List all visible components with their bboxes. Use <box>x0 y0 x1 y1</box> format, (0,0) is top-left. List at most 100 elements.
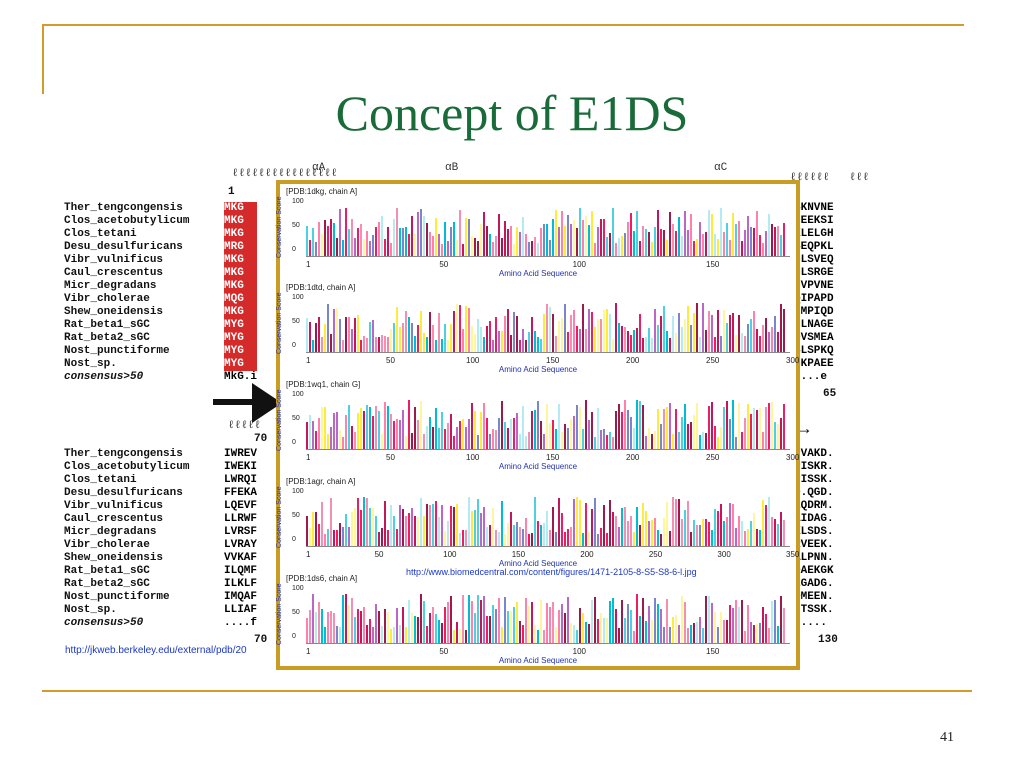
conservation-bar <box>543 224 545 256</box>
conservation-bar <box>714 509 716 546</box>
conservation-bar <box>729 315 731 352</box>
conservation-bar <box>531 317 533 352</box>
conservation-bars <box>306 302 790 352</box>
conservation-bar <box>408 317 410 352</box>
conservation-bar <box>489 321 491 352</box>
conservation-bar <box>306 422 308 449</box>
conservation-bar <box>612 339 614 352</box>
y-axis-label: Conservation Score <box>276 390 290 461</box>
conservation-bar <box>747 529 749 546</box>
sequence-name: Nost_punctiforme <box>64 345 170 357</box>
conservation-bar <box>420 498 422 546</box>
conservation-bar <box>777 332 779 352</box>
conservation-bar <box>531 411 533 449</box>
conservation-bar <box>654 431 656 449</box>
conservation-bar <box>438 313 440 352</box>
y-tick-label: 100 <box>292 198 304 205</box>
conservation-bar <box>318 222 320 256</box>
conservation-bar <box>567 332 569 352</box>
conservation-bar <box>483 507 485 546</box>
conservation-bar <box>702 303 704 352</box>
conservation-bar <box>705 596 707 643</box>
conservation-bar <box>384 609 386 643</box>
conservation-bar <box>624 507 626 546</box>
conservation-bar <box>438 234 440 256</box>
conservation-bar <box>408 513 410 546</box>
source-url-left[interactable]: http://jkweb.berkeley.edu/external/pdb/2… <box>65 645 247 656</box>
conservation-bar <box>348 229 350 256</box>
conservation-bar <box>606 533 608 546</box>
conservation-bar <box>645 436 647 449</box>
conservation-bar <box>750 414 752 449</box>
conservation-bar <box>714 612 716 643</box>
conservation-bar <box>411 613 413 643</box>
residue-segment: IWREV <box>224 448 258 460</box>
conservation-bar <box>705 433 707 449</box>
y-tick-label: 0 <box>292 246 296 253</box>
conservation-bar <box>735 224 737 256</box>
conservation-bar <box>309 322 311 352</box>
x-axis-line <box>306 546 790 547</box>
conservation-bar <box>732 213 734 256</box>
conservation-bar <box>528 534 530 546</box>
conservation-bar <box>312 340 314 352</box>
conservation-bar <box>744 418 746 449</box>
conservation-bar <box>765 231 767 256</box>
conservation-bar <box>354 238 356 256</box>
conservation-bar <box>672 316 674 352</box>
conservation-bar <box>336 626 338 643</box>
conservation-bar <box>753 408 755 449</box>
conservation-bar <box>417 420 419 449</box>
conservation-bar <box>342 437 344 449</box>
x-tick-label: 200 <box>626 453 640 462</box>
conservation-bar <box>759 336 761 352</box>
conservation-bar <box>414 336 416 352</box>
conservation-bar <box>762 243 764 256</box>
conservation-bar <box>507 523 509 546</box>
conservation-bar <box>555 210 557 256</box>
conservation-bar <box>708 406 710 449</box>
conservation-bar <box>594 327 596 352</box>
conservation-bar <box>327 304 329 352</box>
residue-segment: MKG <box>224 215 258 228</box>
conservation-bar <box>636 507 638 546</box>
conservation-bar <box>501 401 503 449</box>
source-url-overlay[interactable]: http://www.biomedcentral.com/content/fig… <box>406 567 697 577</box>
conservation-bar <box>570 315 572 352</box>
conservation-bar <box>396 208 398 256</box>
conservation-bar <box>423 216 425 256</box>
conservation-bar <box>399 505 401 546</box>
conservation-bar <box>525 234 527 256</box>
conservation-bar <box>429 232 431 256</box>
y-axis-label-text: Conservation Score <box>276 292 283 354</box>
conservation-bar <box>714 426 716 449</box>
conservation-bar <box>747 324 749 352</box>
conservation-bar <box>378 532 380 546</box>
conservation-bar <box>573 499 575 546</box>
conservation-bar <box>324 407 326 449</box>
y-tick-label: 0 <box>292 439 296 446</box>
conservation-bar <box>507 229 509 256</box>
conservation-bar <box>384 336 386 352</box>
conservation-bar <box>522 529 524 546</box>
conservation-bar <box>639 525 641 546</box>
conservation-bar <box>363 607 365 643</box>
conservation-bar <box>600 528 602 546</box>
conservation-bar <box>309 240 311 256</box>
x-tick-label: 1 <box>306 356 311 365</box>
residue-segment: LVRAY <box>224 539 258 551</box>
conservation-bars <box>306 496 790 546</box>
residue-segment: GVPVNE <box>794 280 834 292</box>
residue-segment: LLIAF <box>224 604 258 616</box>
conservation-bar <box>504 221 506 256</box>
residue-segment: PISSK. <box>794 474 834 486</box>
conservation-bar <box>402 323 404 352</box>
conservation-bar <box>390 629 392 643</box>
residue-segment: SEQPKL <box>794 241 834 253</box>
conservation-bar <box>597 227 599 256</box>
x-tick-label: 200 <box>626 356 640 365</box>
conservation-bar <box>543 434 545 449</box>
conservation-bar <box>585 216 587 256</box>
